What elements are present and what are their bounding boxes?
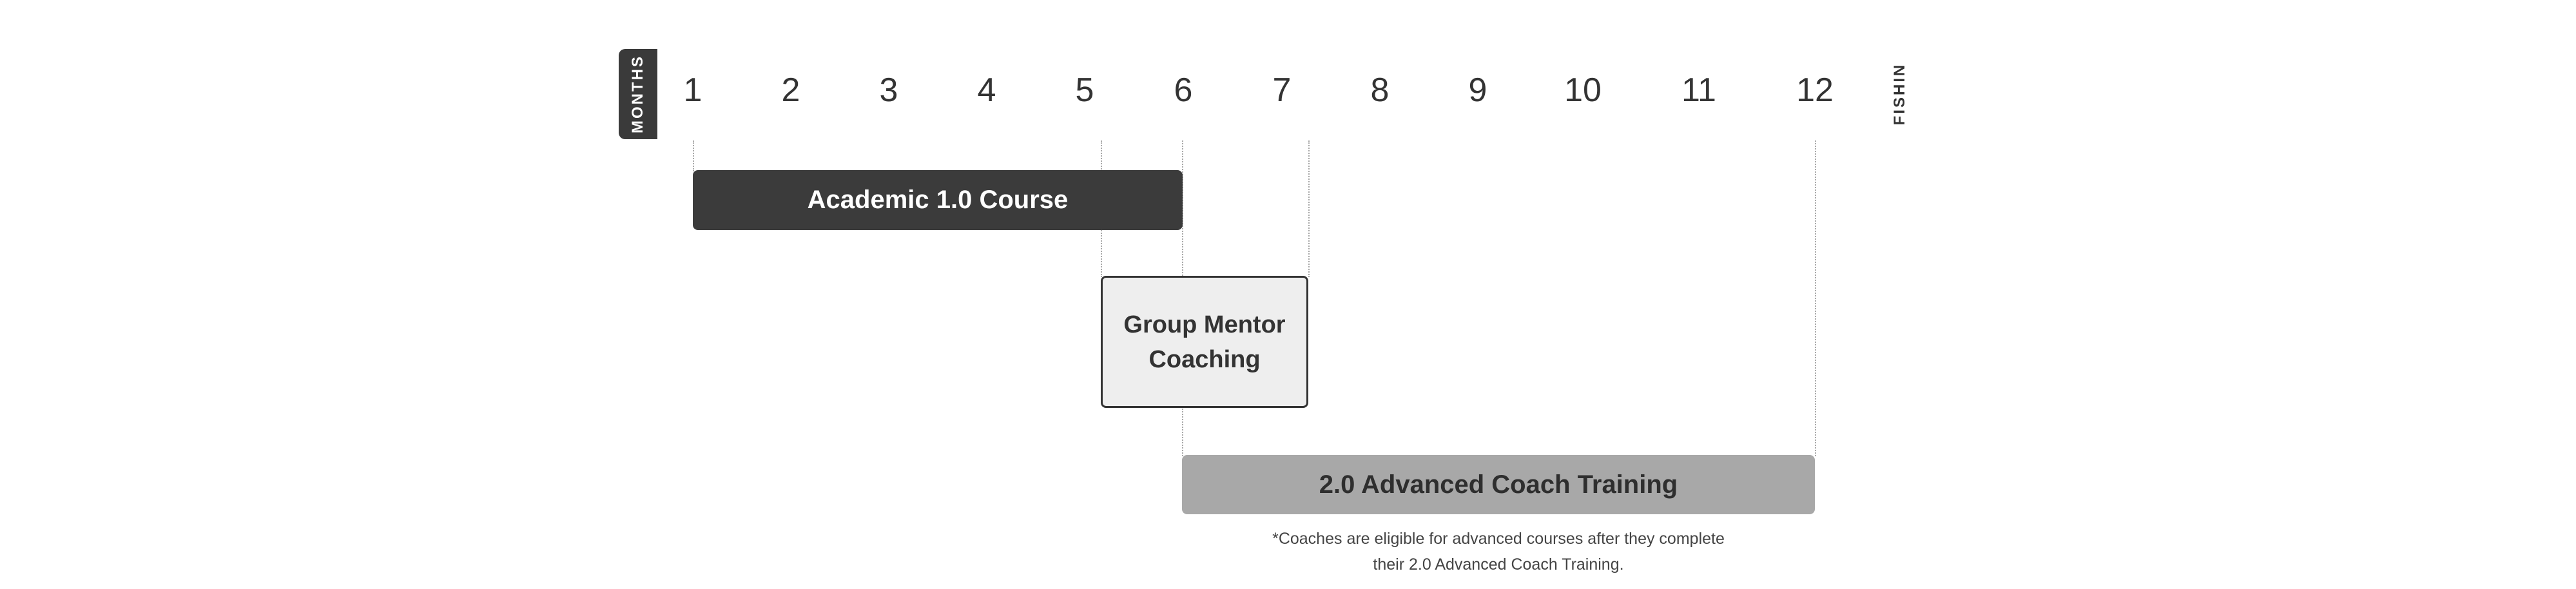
month-2-label: 2	[781, 72, 800, 109]
months-axis-label: MONTHS	[619, 49, 657, 139]
month-8-label: 8	[1370, 72, 1390, 109]
month-11-label: 11	[1681, 72, 1716, 109]
month-12-label: 12	[1796, 72, 1834, 109]
month-7-label: 7	[1272, 72, 1292, 109]
academic-course-bar: Academic 1.0 Course	[693, 170, 1183, 230]
group-mentor-label-line2: Coaching	[1148, 345, 1261, 373]
month-1-guide-line	[693, 140, 694, 171]
footnote-line-1: *Coaches are eligible for advanced cours…	[1272, 530, 1725, 548]
month-1-label: 1	[683, 72, 702, 109]
month-6-label: 6	[1174, 72, 1193, 109]
month-12-guide-line	[1815, 140, 1816, 456]
academic-course-label: Academic 1.0 Course	[807, 186, 1069, 214]
month-10-label: 10	[1564, 72, 1602, 109]
footnote-line-2: their 2.0 Advanced Coach Training.	[1373, 555, 1624, 574]
month-7-guide-line	[1308, 140, 1310, 277]
advanced-coach-training-label: 2.0 Advanced Coach Training	[1319, 470, 1678, 499]
month-5-label: 5	[1075, 72, 1094, 109]
month-4-label: 4	[977, 72, 996, 109]
advanced-coach-training-bar: 2.0 Advanced Coach Training	[1182, 455, 1815, 514]
month-9-label: 9	[1468, 72, 1487, 109]
group-mentor-label-line1: Group Mentor	[1123, 311, 1286, 338]
month-3-label: 3	[879, 72, 898, 109]
months-axis-label-text: MONTHS	[629, 55, 646, 133]
eligibility-footnote: *Coaches are eligible for advanced cours…	[1199, 526, 1798, 577]
group-mentor-coaching-box: Group Mentor Coaching	[1101, 276, 1308, 408]
finish-label-text: FISHIN	[1891, 63, 1908, 126]
